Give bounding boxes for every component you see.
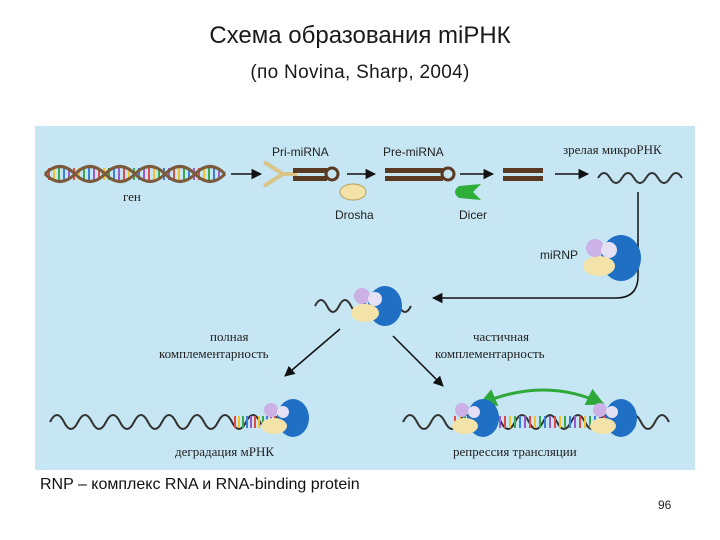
footnote: RNP – комплекс RNA и RNA-binding protein [40, 476, 360, 493]
repression-label: репрессия трансляции [453, 444, 577, 459]
slide-title: Схема образования miРНК [209, 22, 511, 49]
gene-label: ген [123, 189, 141, 204]
repression-mirnp-complex-right [590, 399, 637, 437]
arrow-mature-to-mirnp [431, 192, 639, 304]
gene-dna-helix [43, 165, 227, 183]
pri-mirna-hairpin [262, 160, 340, 188]
page-number: 96 [658, 498, 672, 512]
partial-complementarity-line1: частичная [473, 329, 529, 344]
drosha-label: Drosha [335, 208, 374, 222]
partial-complementarity-line2: комплементарность [435, 346, 545, 361]
degradation-mirnp-complex [261, 399, 309, 437]
mature-mirna-label: зрелая микроРНК [563, 142, 662, 157]
arrow-to-repression [392, 335, 444, 387]
full-complementarity-line1: полная [210, 329, 249, 344]
drosha-enzyme [339, 183, 367, 201]
mirna-formation-diagram: ген Pri-miRNA Drosha Pre-miRNA Dicer зре… [35, 126, 695, 470]
slide-subtitle: (по Novina, Sharp, 2004) [250, 62, 470, 83]
full-complementarity-line2: комплементарность [159, 346, 269, 361]
repression-green-arrow [478, 388, 605, 406]
dicer-label: Dicer [459, 208, 487, 222]
mirnp-complex [583, 235, 641, 281]
pri-mirna-label: Pri-miRNA [272, 145, 329, 159]
pre-mirna-hairpin [385, 166, 456, 182]
mirnp-label: miRNP [540, 248, 578, 262]
degradation-label: деградация мРНК [175, 444, 274, 459]
mirnp-bound-complex [351, 286, 402, 326]
mirna-duplex [503, 168, 543, 181]
mature-mirna-strand [597, 172, 683, 184]
pre-mirna-label: Pre-miRNA [383, 145, 444, 159]
dicer-enzyme [455, 184, 481, 200]
arrow-to-degradation [284, 328, 341, 377]
repression-mirnp-complex-left [452, 399, 499, 437]
